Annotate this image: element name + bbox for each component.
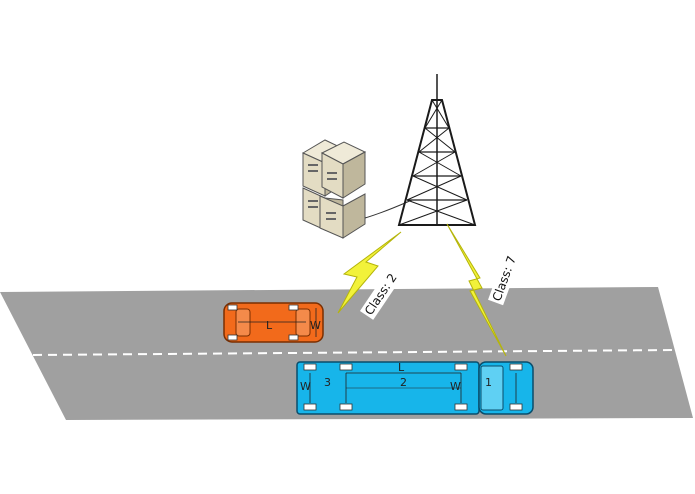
truck-icon: L 3 2 1 W W — [296, 361, 534, 415]
car-width-label: W — [310, 319, 321, 332]
server-icon — [301, 139, 367, 239]
truck-axle-label-mid: 2 — [400, 376, 407, 389]
cell-tower-icon — [397, 74, 477, 226]
lane-marking — [32, 349, 675, 356]
truck-axle-label-rear: 3 — [324, 376, 331, 389]
truck-width-label-rear: W — [300, 380, 311, 393]
truck-length-label: L — [398, 361, 405, 374]
truck-axle-label-cab: 1 — [485, 376, 492, 389]
network-cable — [364, 199, 413, 219]
car-icon: L W — [223, 302, 324, 343]
wireless-link-icon-left — [337, 231, 402, 314]
truck-width-label-front: W — [450, 380, 461, 393]
wireless-link-icon-right — [446, 223, 507, 357]
car-length-label: L — [266, 319, 273, 332]
